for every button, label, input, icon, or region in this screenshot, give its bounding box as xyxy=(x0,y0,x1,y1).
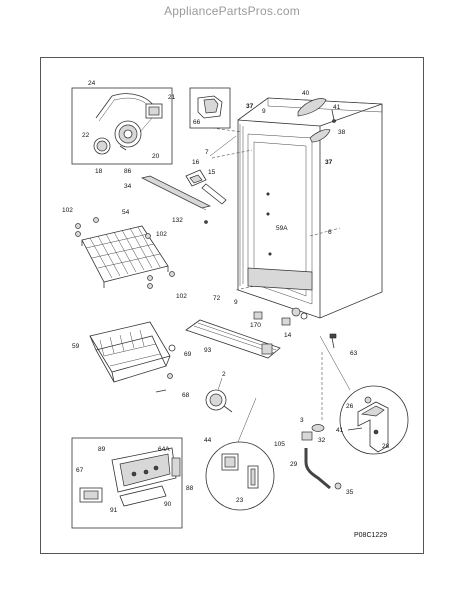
label-44: 44 xyxy=(204,437,212,444)
handle-parts xyxy=(297,98,336,143)
site-header: AppliancePartsPros.com xyxy=(164,4,300,18)
label-24: 24 xyxy=(88,80,96,87)
hinge-rod xyxy=(301,431,342,490)
label-88: 88 xyxy=(186,485,194,492)
label-9-bottom: 9 xyxy=(234,299,238,306)
label-69: 69 xyxy=(184,351,192,358)
label-63: 63 xyxy=(350,350,358,357)
label-67: 67 xyxy=(76,467,84,474)
label-41-bracket: 41 xyxy=(336,427,344,434)
label-7: 7 xyxy=(205,149,209,156)
leveler xyxy=(329,333,337,349)
label-91: 91 xyxy=(110,507,118,514)
label-23: 23 xyxy=(236,497,244,504)
label-59: 59 xyxy=(72,343,80,350)
label-89: 89 xyxy=(98,446,106,453)
label-86: 86 xyxy=(124,168,132,175)
label-68: 68 xyxy=(182,392,190,399)
label-6: 6 xyxy=(328,229,332,236)
label-93: 93 xyxy=(204,347,212,354)
hinge-detail xyxy=(205,397,275,511)
label-18: 18 xyxy=(95,168,103,175)
label-16: 16 xyxy=(192,159,200,166)
label-32: 32 xyxy=(318,437,326,444)
drawing-code: P08C1229 xyxy=(354,532,388,539)
wire-shelf xyxy=(75,217,175,289)
label-28: 28 xyxy=(382,443,390,450)
label-15: 15 xyxy=(208,169,216,176)
label-59A: 59A xyxy=(276,225,288,232)
label-37-right: 37 xyxy=(325,159,333,166)
inset-box-fan xyxy=(71,87,173,165)
label-22: 22 xyxy=(82,132,90,139)
label-90: 90 xyxy=(164,501,172,508)
label-54: 54 xyxy=(122,209,130,216)
label-102-left: 102 xyxy=(62,207,73,214)
label-34: 34 xyxy=(124,183,132,190)
label-132: 132 xyxy=(172,217,183,224)
control-knob xyxy=(205,377,233,413)
small-clips xyxy=(253,311,291,326)
label-38: 38 xyxy=(338,129,346,136)
label-26: 26 xyxy=(346,403,354,410)
label-66: 66 xyxy=(193,119,201,126)
inset-box-control xyxy=(71,437,183,529)
toe-grille xyxy=(185,319,281,359)
inset-box-66 xyxy=(189,87,231,129)
strip-parts xyxy=(185,135,237,205)
label-14: 14 xyxy=(284,332,292,339)
label-170: 170 xyxy=(250,322,261,329)
label-102-bottom: 102 xyxy=(176,293,187,300)
label-20: 20 xyxy=(152,153,160,160)
label-2: 2 xyxy=(222,371,226,378)
label-41-top: 41 xyxy=(333,104,341,111)
label-40: 40 xyxy=(302,90,310,97)
label-35: 35 xyxy=(346,489,354,496)
label-64A: 64A xyxy=(158,446,170,453)
label-72: 72 xyxy=(213,295,221,302)
label-37-top: 37 xyxy=(246,103,254,110)
rail-34 xyxy=(140,175,212,224)
wire-basket xyxy=(89,321,176,393)
label-9-top: 9 xyxy=(262,108,266,115)
cabinet xyxy=(211,97,383,320)
label-29: 29 xyxy=(290,461,298,468)
bracket-detail xyxy=(339,385,409,455)
label-102-mid: 102 xyxy=(156,231,167,238)
roller xyxy=(311,424,325,432)
label-105: 105 xyxy=(274,441,285,448)
label-21: 21 xyxy=(168,94,176,101)
label-3: 3 xyxy=(300,417,304,424)
